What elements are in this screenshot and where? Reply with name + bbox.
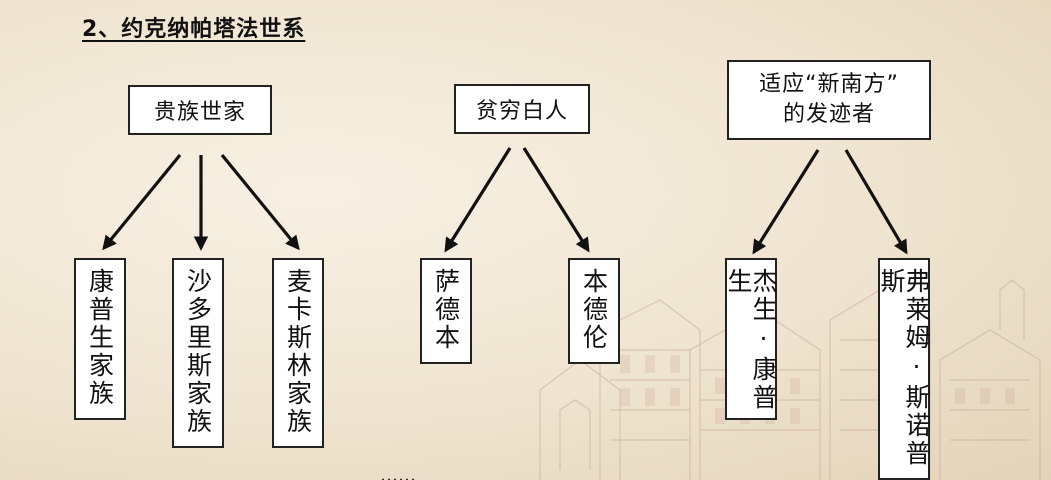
category-label-line-2: 的发迹者	[782, 102, 875, 127]
category-box-noble-families: 贵族世家	[128, 85, 272, 135]
arrow-poor-to-bundren	[522, 147, 590, 253]
arrow-noble-to-compson	[102, 153, 182, 251]
arrow-poor-to-sutpen	[444, 147, 512, 253]
person-label: 杰生·康普生	[724, 268, 778, 412]
category-label-line-1: 适应“新南方”	[759, 72, 899, 97]
family-label: 康普生家族	[85, 268, 115, 408]
person-box-bundren: 本德伦	[568, 258, 620, 364]
person-label: 本德伦	[579, 268, 609, 352]
family-label: 沙多里斯家族	[183, 268, 213, 436]
person-label: 弗莱姆·斯诺普斯	[877, 268, 931, 468]
category-box-new-south: 适应“新南方” 的发迹者	[727, 60, 931, 140]
page-title: 2、约克纳帕塔法世系	[82, 17, 306, 42]
arrow-noble-to-mccaslin	[220, 153, 300, 251]
person-box-sutpen: 萨德本	[420, 258, 472, 364]
category-box-poor-whites: 贫穷白人	[454, 84, 590, 134]
person-label: 萨德本	[431, 268, 461, 352]
category-label: 贫穷白人	[475, 99, 568, 124]
cut-off-caption: ……	[380, 466, 416, 480]
family-label: 麦卡斯林家族	[283, 268, 313, 436]
person-box-jason-compson: 杰生·康普生	[724, 258, 778, 420]
family-box-compson: 康普生家族	[74, 258, 126, 420]
arrow-newsouth-to-flem	[844, 149, 908, 255]
family-box-mccaslin: 麦卡斯林家族	[272, 258, 324, 448]
family-box-sartoris: 沙多里斯家族	[172, 258, 224, 448]
arrow-newsouth-to-jason	[752, 149, 820, 255]
person-box-flem-snopes: 弗莱姆·斯诺普斯	[877, 258, 931, 480]
category-label: 贵族世家	[153, 100, 246, 125]
